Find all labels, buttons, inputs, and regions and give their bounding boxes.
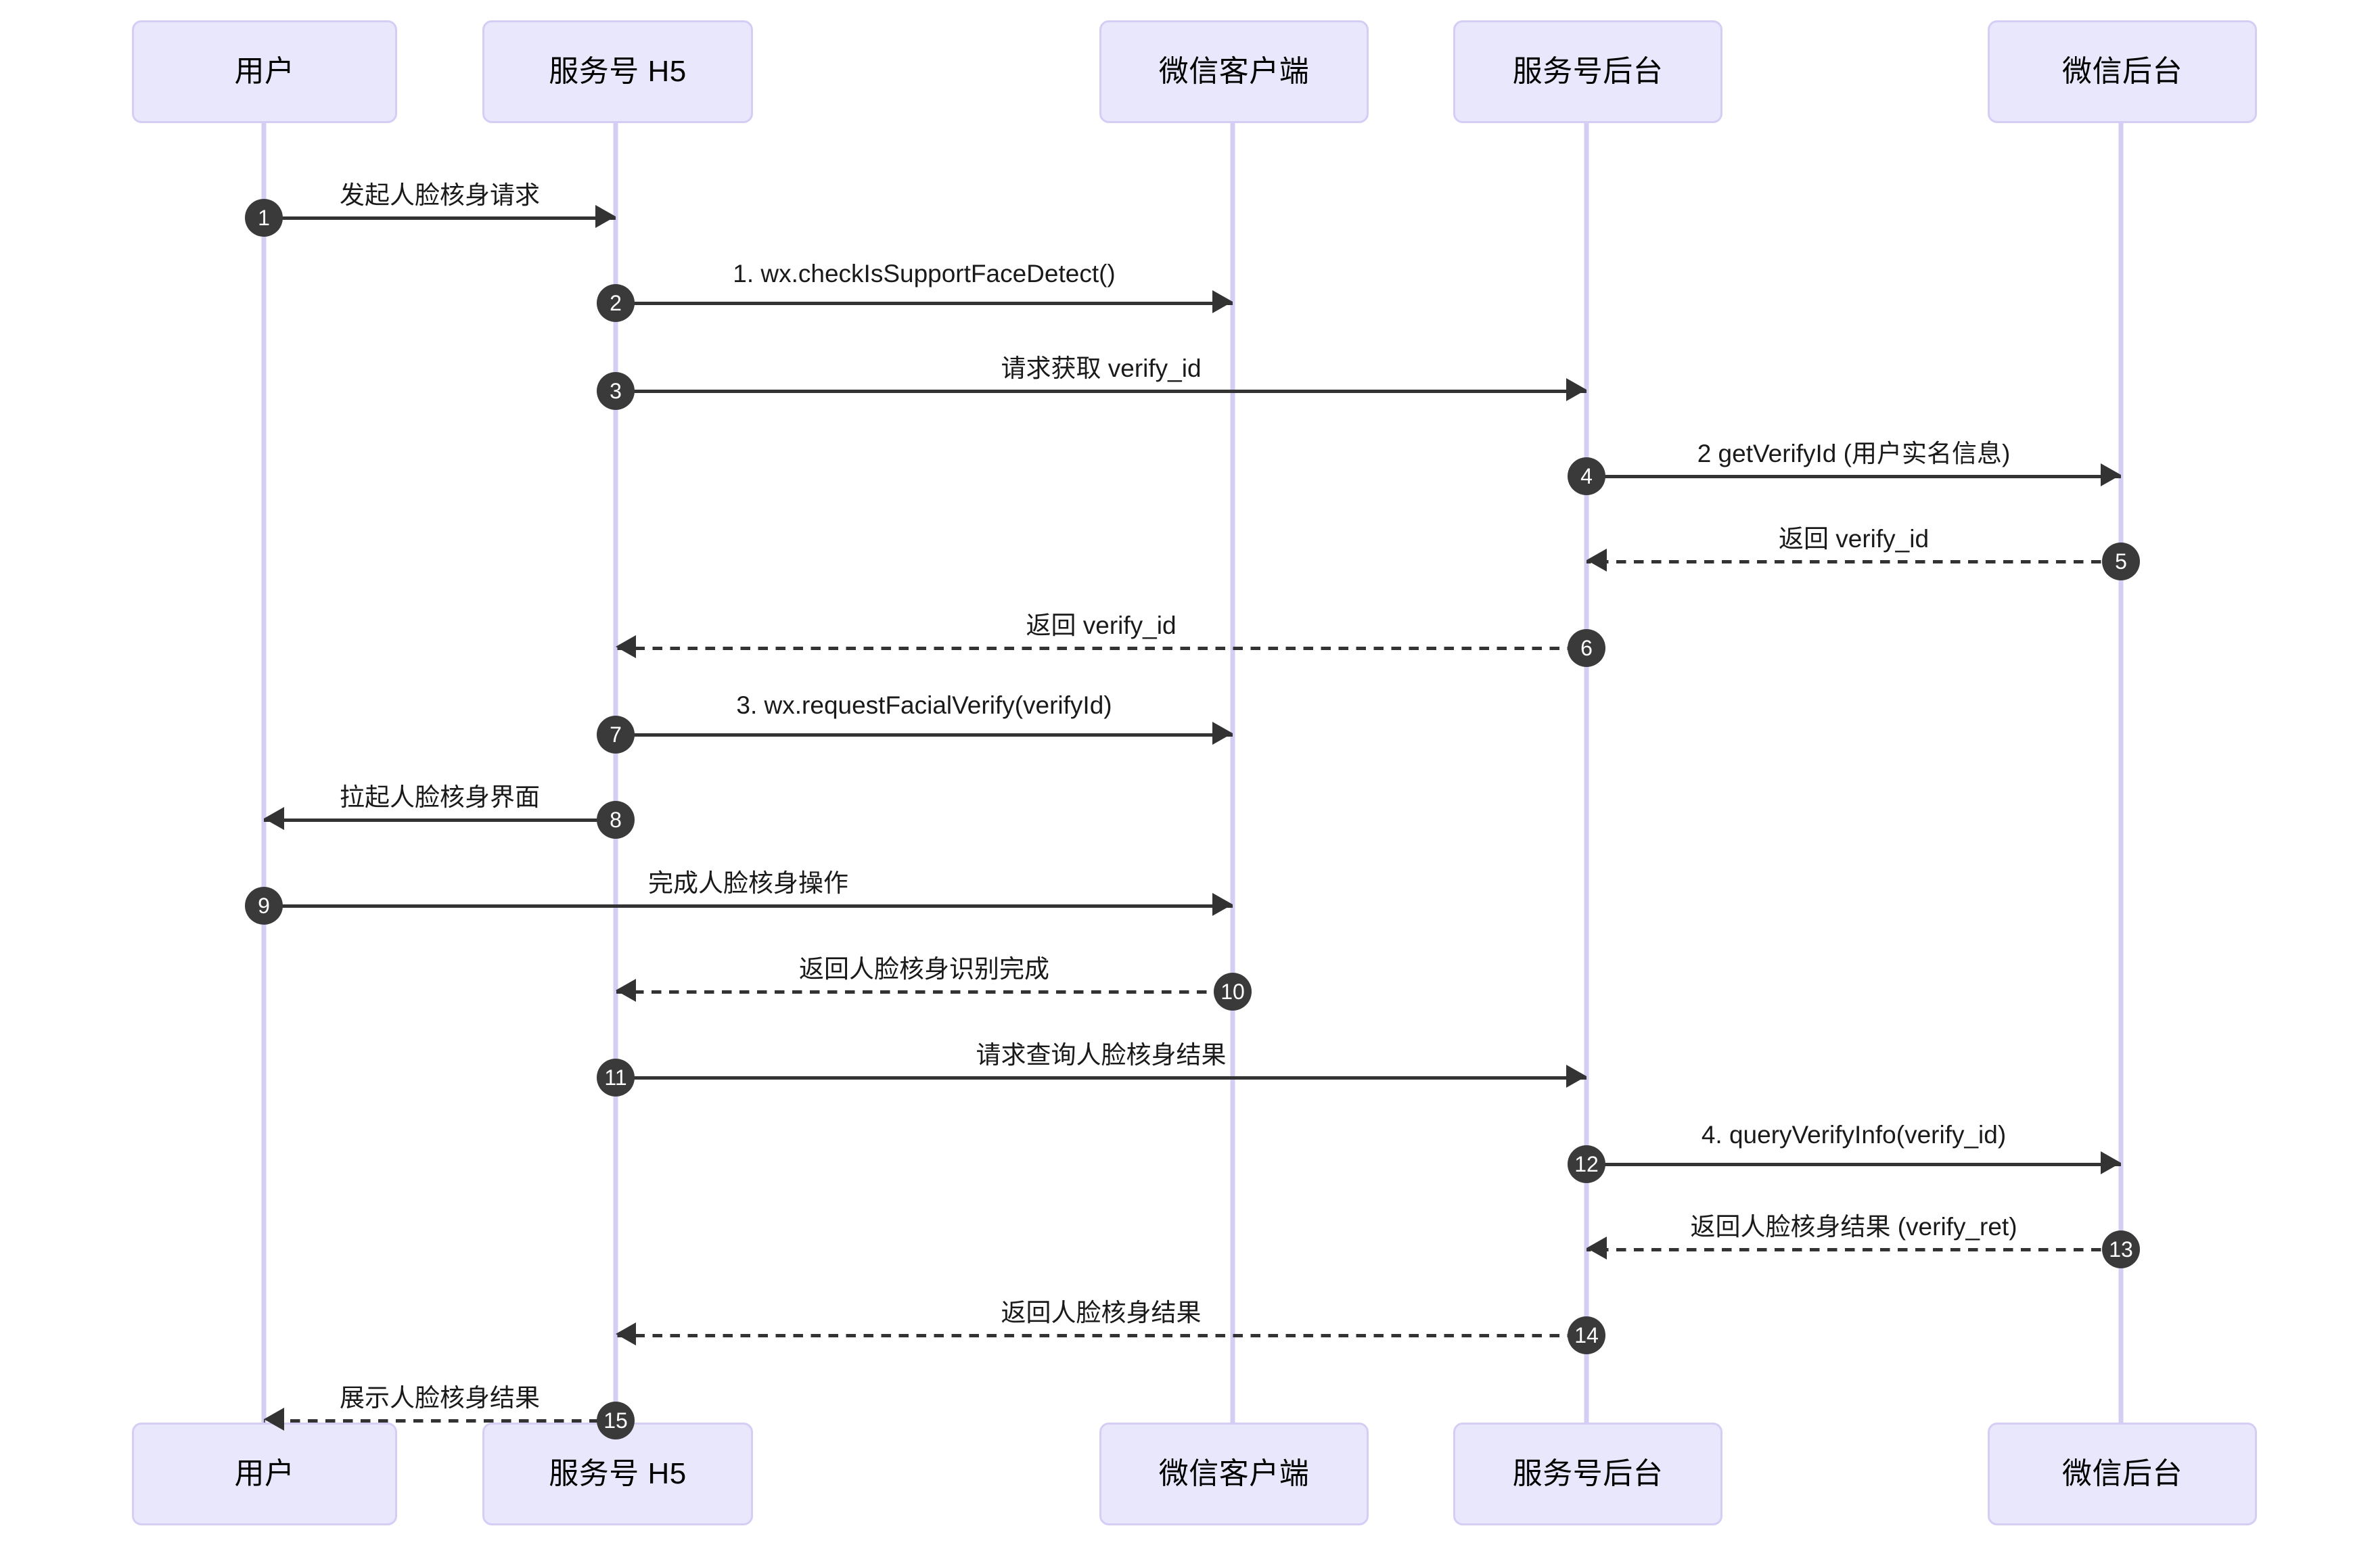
arrowhead-icon bbox=[1212, 722, 1233, 745]
message-line bbox=[264, 818, 616, 822]
lifeline-h5 bbox=[613, 123, 618, 1423]
message-number-badge[interactable]: 7 bbox=[597, 716, 635, 754]
participant-top-svcbackend[interactable]: 服务号后台 bbox=[1453, 20, 1722, 123]
arrowhead-icon bbox=[1212, 290, 1233, 313]
message-number-badge[interactable]: 8 bbox=[597, 801, 635, 839]
message-line bbox=[1587, 560, 2121, 563]
participant-bottom-h5[interactable]: 服务号 H5 bbox=[482, 1423, 753, 1525]
message-line bbox=[616, 647, 1587, 650]
arrowhead-icon bbox=[616, 635, 636, 658]
participant-label: 服务号后台 bbox=[1512, 54, 1664, 88]
message-number-badge[interactable]: 14 bbox=[1568, 1316, 1605, 1354]
participant-label: 微信客户端 bbox=[1158, 1456, 1310, 1490]
message-number-badge[interactable]: 10 bbox=[1214, 973, 1252, 1011]
message-label: 返回人脸核身结果 (verify_ret) bbox=[1690, 1213, 2017, 1241]
message-line bbox=[616, 990, 1233, 994]
participant-bottom-svcbackend[interactable]: 服务号后台 bbox=[1453, 1423, 1722, 1525]
message-number-badge[interactable]: 13 bbox=[2102, 1230, 2140, 1268]
message-number-badge[interactable]: 1 bbox=[245, 199, 283, 237]
arrowhead-icon bbox=[1587, 1237, 1607, 1260]
participant-top-wxbackend[interactable]: 微信后台 bbox=[1988, 20, 2257, 123]
participant-label: 服务号 H5 bbox=[549, 54, 687, 88]
message-line bbox=[264, 216, 616, 220]
participant-label: 用户 bbox=[234, 54, 295, 88]
message-line bbox=[616, 1076, 1587, 1080]
participant-top-wxclient[interactable]: 微信客户端 bbox=[1099, 20, 1369, 123]
message-number-badge[interactable]: 11 bbox=[597, 1059, 635, 1097]
message-label: 返回 verify_id bbox=[1026, 612, 1177, 639]
lifeline-user bbox=[261, 123, 267, 1423]
message-line bbox=[616, 302, 1233, 305]
participant-bottom-user[interactable]: 用户 bbox=[132, 1423, 397, 1525]
message-line bbox=[1587, 1163, 2121, 1166]
participant-label: 微信客户端 bbox=[1158, 54, 1310, 88]
participant-label: 用户 bbox=[234, 1456, 295, 1490]
message-number-badge[interactable]: 5 bbox=[2102, 543, 2140, 580]
participant-label: 服务号 H5 bbox=[549, 1456, 687, 1490]
message-label: 完成人脸核身操作 bbox=[648, 869, 848, 897]
message-number-badge[interactable]: 4 bbox=[1568, 457, 1605, 495]
message-line bbox=[616, 1334, 1587, 1337]
participant-bottom-wxbackend[interactable]: 微信后台 bbox=[1988, 1423, 2257, 1525]
arrowhead-icon bbox=[1566, 1065, 1587, 1088]
lifeline-wxbackend bbox=[2118, 123, 2124, 1423]
message-number-badge[interactable]: 12 bbox=[1568, 1145, 1605, 1183]
message-label: 拉起人脸核身界面 bbox=[340, 783, 540, 811]
message-label: 发起人脸核身请求 bbox=[340, 181, 540, 209]
arrowhead-icon bbox=[1212, 893, 1233, 916]
message-line bbox=[616, 390, 1587, 393]
message-line bbox=[264, 1419, 616, 1423]
message-number-badge[interactable]: 6 bbox=[1568, 629, 1605, 667]
message-number-badge[interactable]: 3 bbox=[597, 372, 635, 410]
lifeline-svcbackend bbox=[1584, 123, 1589, 1423]
participant-top-user[interactable]: 用户 bbox=[132, 20, 397, 123]
arrowhead-icon bbox=[2101, 1151, 2121, 1174]
arrowhead-icon bbox=[1587, 549, 1607, 572]
participant-label: 服务号后台 bbox=[1512, 1456, 1664, 1490]
message-label: 2 getVerifyId (用户实名信息) bbox=[1697, 440, 2011, 467]
participant-label: 微信后台 bbox=[2062, 1456, 2183, 1490]
lifeline-wxclient bbox=[1230, 123, 1235, 1423]
arrowhead-icon bbox=[616, 979, 636, 1002]
arrowhead-icon bbox=[264, 807, 284, 830]
participant-top-h5[interactable]: 服务号 H5 bbox=[482, 20, 753, 123]
arrowhead-icon bbox=[264, 1408, 284, 1431]
message-label: 返回人脸核身结果 bbox=[1001, 1299, 1202, 1327]
message-label: 展示人脸核身结果 bbox=[340, 1384, 540, 1412]
message-number-badge[interactable]: 15 bbox=[597, 1402, 635, 1439]
message-label: 4. queryVerifyInfo(verify_id) bbox=[1701, 1121, 2007, 1149]
arrowhead-icon bbox=[616, 1322, 636, 1345]
participant-bottom-wxclient[interactable]: 微信客户端 bbox=[1099, 1423, 1369, 1525]
arrowhead-icon bbox=[2101, 463, 2121, 486]
message-label: 返回人脸核身识别完成 bbox=[799, 955, 1049, 983]
message-line bbox=[264, 904, 1233, 908]
message-label: 3. wx.requestFacialVerify(verifyId) bbox=[736, 691, 1112, 719]
message-line bbox=[1587, 475, 2121, 478]
participant-label: 微信后台 bbox=[2062, 54, 2183, 88]
arrowhead-icon bbox=[1566, 378, 1587, 401]
message-line bbox=[1587, 1248, 2121, 1251]
message-label: 请求获取 verify_id bbox=[1001, 354, 1202, 382]
message-label: 1. wx.checkIsSupportFaceDetect() bbox=[733, 260, 1116, 287]
message-line bbox=[616, 733, 1233, 737]
arrowhead-icon bbox=[595, 205, 616, 228]
message-number-badge[interactable]: 2 bbox=[597, 284, 635, 322]
message-label: 请求查询人脸核身结果 bbox=[976, 1041, 1227, 1069]
message-number-badge[interactable]: 9 bbox=[245, 887, 283, 925]
message-label: 返回 verify_id bbox=[1778, 525, 1930, 553]
